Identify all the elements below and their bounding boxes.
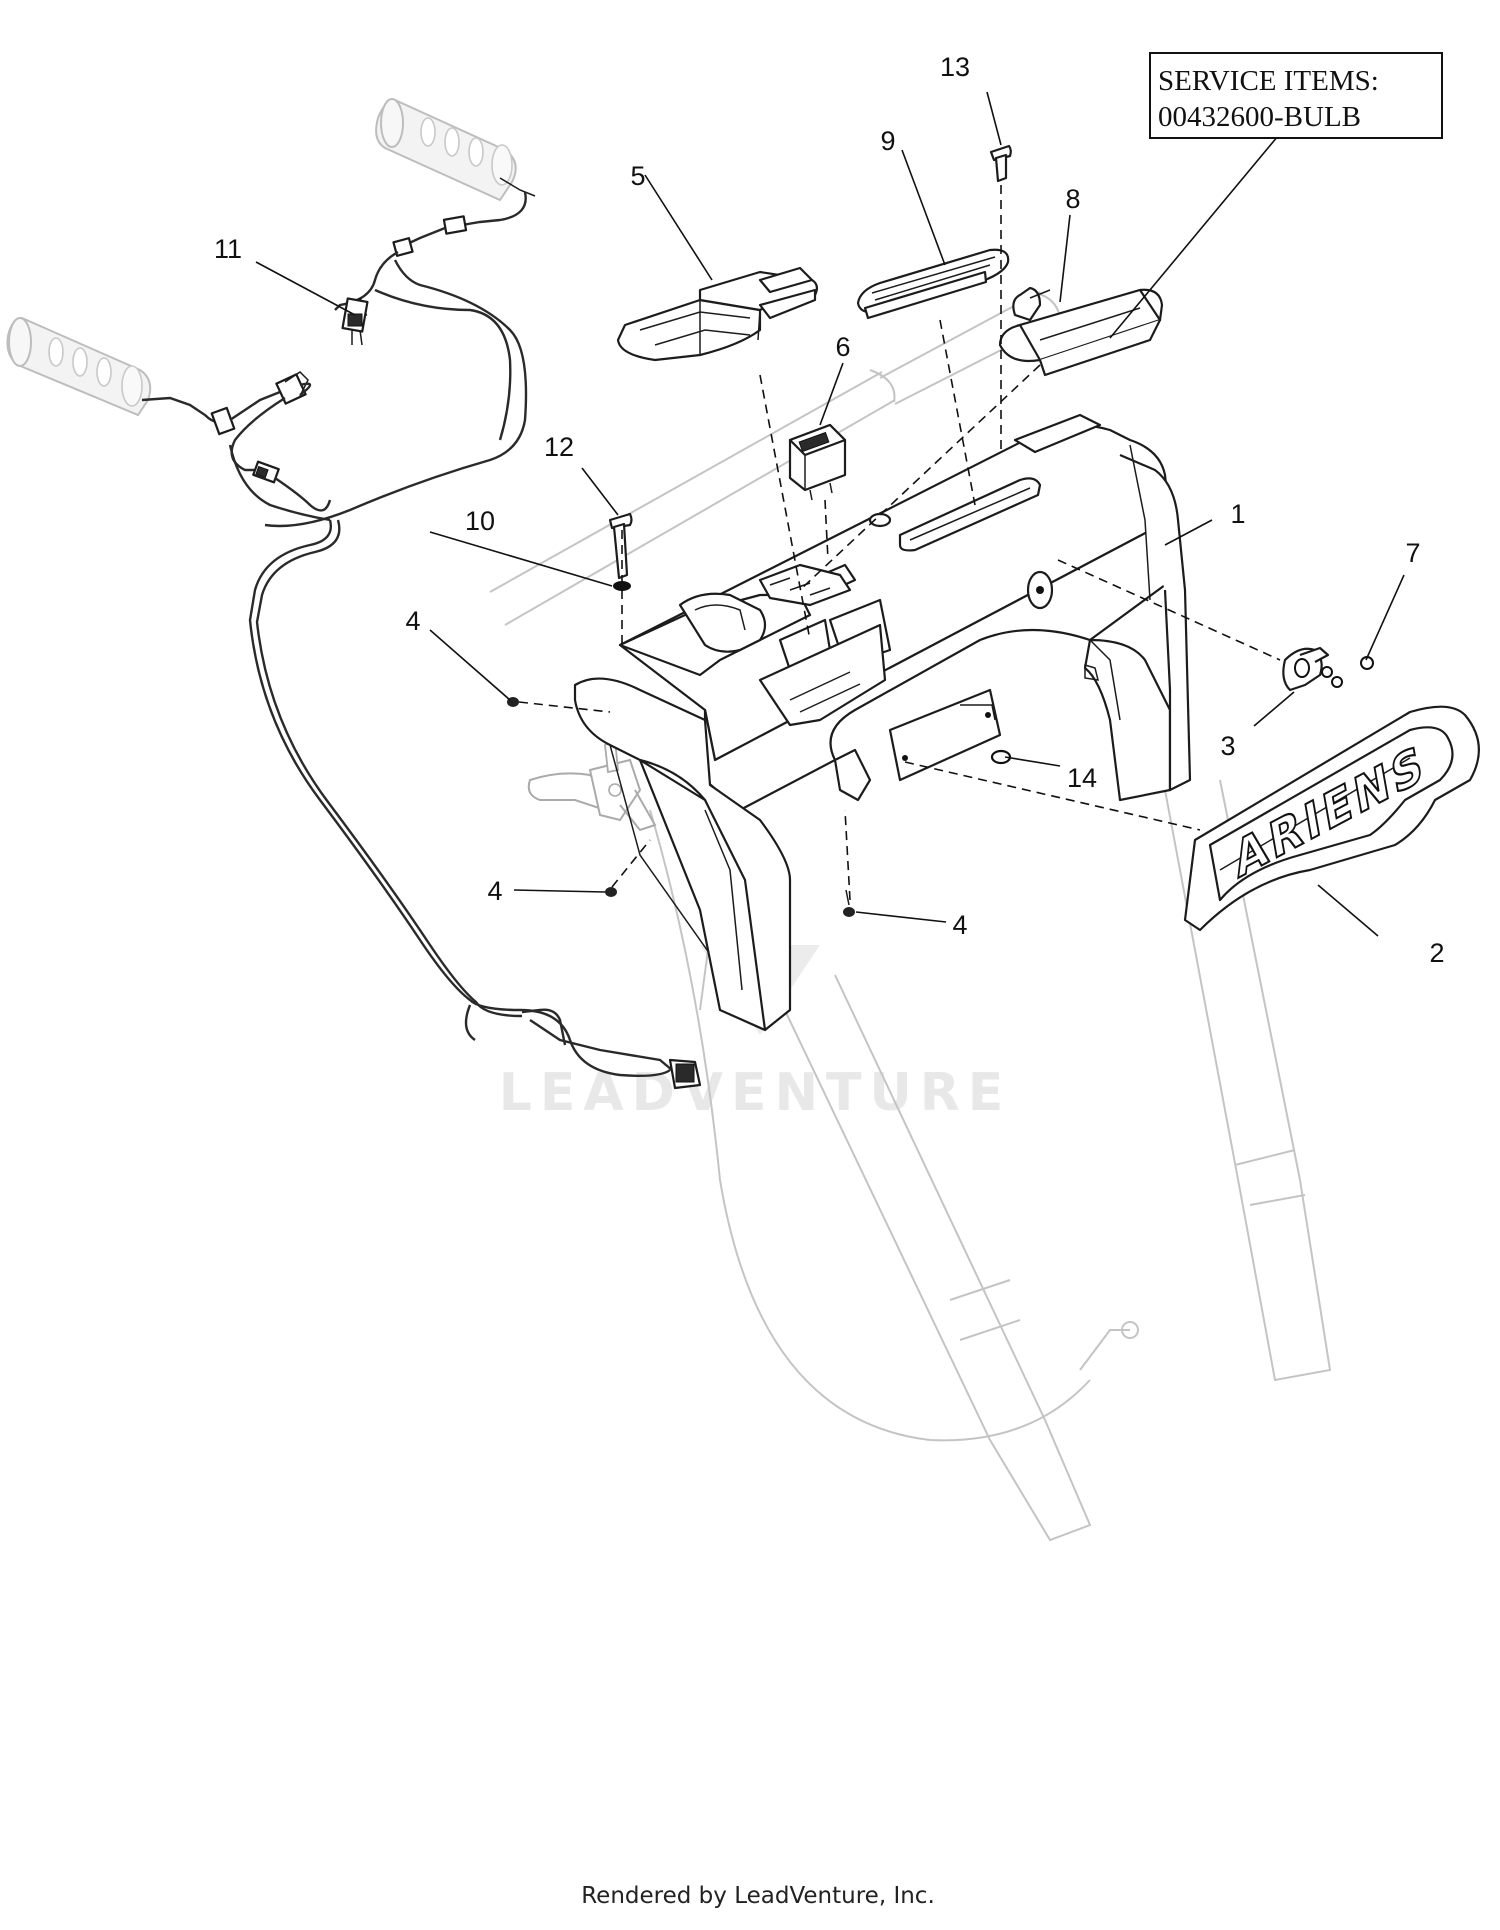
callout-1: 1 <box>1230 499 1245 529</box>
callout-7: 7 <box>1405 538 1420 568</box>
grip-lower <box>6 316 152 417</box>
part-6-rocker-switch <box>788 423 847 501</box>
callout-4a: 4 <box>405 606 420 636</box>
callout-9: 9 <box>880 126 895 156</box>
wire-harness <box>141 191 702 1090</box>
footer-credit: Rendered by LeadVenture, Inc. <box>581 1883 935 1909</box>
callout-13: 13 <box>940 52 970 82</box>
part-8-light <box>998 286 1164 377</box>
assembly-lines <box>518 185 1281 901</box>
callout-2: 2 <box>1429 938 1444 968</box>
service-items-box: SERVICE ITEMS: 00432600-BULB <box>1149 52 1443 139</box>
leader-lines <box>255 91 1405 937</box>
callout-10: 10 <box>465 506 495 536</box>
watermark-text: LEADVENTURE <box>499 1063 1012 1123</box>
part-12-screw <box>608 512 633 580</box>
callout-14: 14 <box>1067 763 1097 793</box>
part-3-clip <box>1282 646 1343 692</box>
callout-6: 6 <box>835 332 850 362</box>
part-9-lens <box>856 248 1010 320</box>
callout-labels: 1 2 3 4 4 4 5 6 7 8 9 10 11 12 13 14 <box>214 52 1445 968</box>
callout-5: 5 <box>630 161 645 191</box>
dash-console <box>573 413 1192 1032</box>
callout-4c: 4 <box>952 910 967 940</box>
part-14-grommet <box>990 749 1012 765</box>
part-13-screw <box>989 144 1012 183</box>
callout-8: 8 <box>1065 184 1080 214</box>
callout-12: 12 <box>544 432 574 462</box>
part-10-washer <box>613 581 631 591</box>
grip-upper <box>375 98 536 202</box>
service-items-part: 00432600-BULB <box>1158 101 1361 133</box>
callout-3: 3 <box>1220 731 1235 761</box>
callout-4b: 4 <box>487 876 502 906</box>
part-5-panel <box>616 266 819 362</box>
trigger-lever <box>527 738 657 832</box>
callout-11: 11 <box>214 234 242 264</box>
service-items-title: SERVICE ITEMS: <box>1158 65 1379 97</box>
